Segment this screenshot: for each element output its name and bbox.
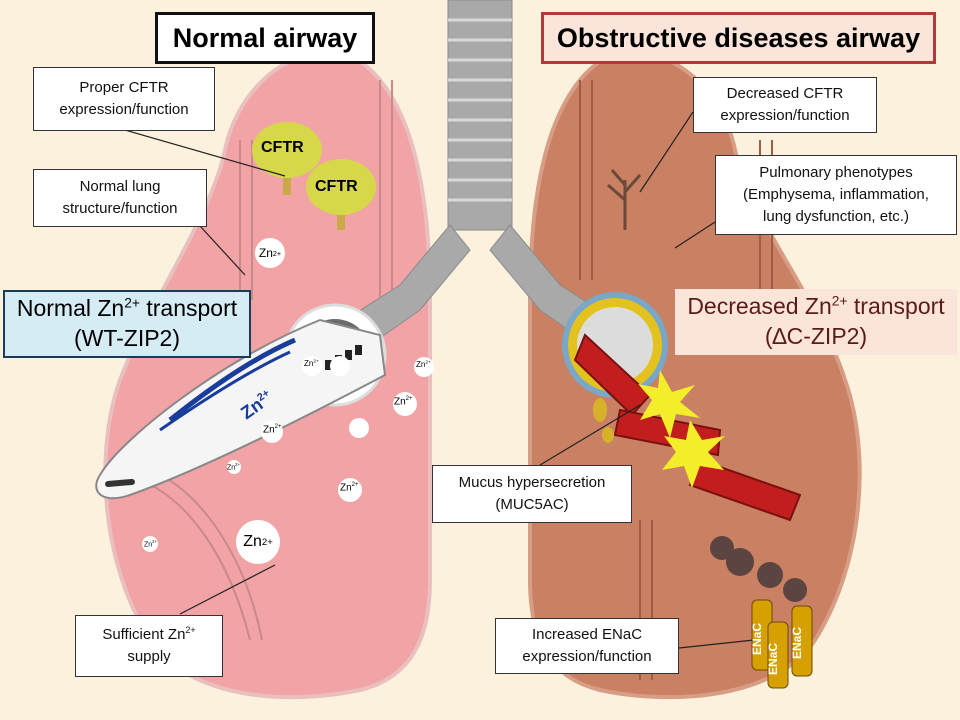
pulmonary-phenotypes-box: Pulmonary phenotypes(Emphysema, inflamma… [715,155,957,235]
mucus-drops [593,398,614,443]
zn-ion-small-label-2: Zn2+ [263,424,282,436]
sufficient-zn-box: Sufficient Zn2+ supply [75,615,223,677]
enac-tube-2 [767,621,789,689]
dead-tree [607,169,642,230]
cftr-tree-2 [306,159,376,230]
decreased-transport-box: Decreased Zn2+ transport (∆C-ZIP2) [675,289,957,355]
enac-label-1: ENaC [750,622,765,656]
enac-label-3: ENaC [790,626,805,660]
cftr-tree-1 [252,122,322,195]
leader-lines [124,111,755,649]
zn-ion-small-label-6: Zn2+ [144,539,157,549]
zn-ion-small-label-7: Zn2+ [227,462,240,472]
zn-ion-small-label-4: Zn2+ [416,360,431,369]
smoke [710,536,807,602]
zn-ion-small [142,356,434,552]
enac-label-2: ENaC [766,642,781,676]
enac-tube-3 [791,605,813,677]
normal-airway-title: Normal airway [155,12,375,64]
trachea [447,0,513,231]
zn-ion-small-label-5: Zn2+ [304,359,319,368]
crashed-train [573,333,802,522]
normal-transport-box: Normal Zn2+ transport (WT-ZIP2) [3,290,251,358]
cftr-tree-label-2: CFTR [315,178,358,195]
rail-tracks-left [139,80,393,641]
zn-ion-small-label-1: Zn2+ [394,396,413,408]
cftr-tree-label-1: CFTR [261,139,304,156]
obstructive-airway-title: Obstructive diseases airway [541,12,936,64]
zn-ion-small-label-3: Zn2+ [340,482,359,494]
mucus-hypersecretion-box: Mucus hypersecretion(MUC5AC) [432,465,632,523]
